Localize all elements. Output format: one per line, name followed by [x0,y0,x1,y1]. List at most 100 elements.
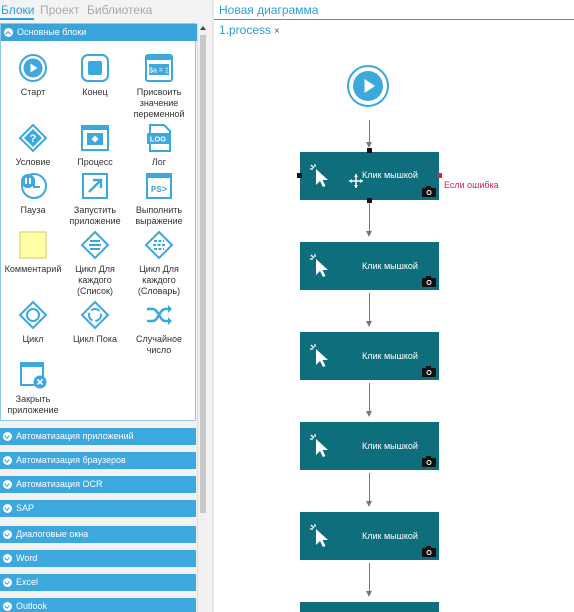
mouse-click-node-1[interactable]: Клик мышкой [300,152,439,200]
block-tile-foreach-dict[interactable]: Цикл Для каждого (Словарь) [129,230,189,297]
error-port-handle[interactable] [437,173,442,178]
left-port-handle[interactable] [297,173,302,178]
category-label: SAP [16,503,35,513]
panel-splitter[interactable] [212,0,214,612]
block-tile-pause[interactable]: Пауза [3,171,63,216]
comment-note-icon [19,231,47,259]
svg-text:PS>: PS> [151,185,167,195]
connector-arrow-icon [366,591,372,597]
block-tile-launch-app[interactable]: Запустить приложение [65,171,125,227]
diagram-canvas[interactable]: Новая диаграмма 1.process× [214,0,574,612]
left-panel: Блоки Проект Библиотека Основные блоки С… [0,0,212,612]
expand-arrow-icon [3,602,12,611]
connector-arrow-icon [366,142,372,148]
block-tile-close-app[interactable]: Закрыть приложение [3,360,63,416]
category-browser-automation[interactable]: Автоматизация браузеров [0,452,196,469]
tile-label: Цикл Пока [72,334,118,344]
category-ocr-automation[interactable]: Автоматизация OCR [0,476,196,493]
expand-arrow-icon [3,504,12,513]
block-tile-process[interactable]: Процесс [65,123,125,168]
node-label: Клик мышкой [362,441,418,451]
screenshot-camera-icon[interactable] [422,276,436,287]
screenshot-camera-icon[interactable] [422,456,436,467]
node-label: Клик мышкой [362,261,418,271]
close-tab-icon[interactable]: × [274,26,280,37]
block-tile-end[interactable]: Конец [65,53,125,98]
top-port-handle[interactable] [367,148,372,153]
category-dialogs[interactable]: Диалоговые окна [0,526,196,543]
scrollbar-thumb[interactable] [200,35,206,513]
category-word[interactable]: Word [0,550,196,567]
tile-label: Закрыть приложение [7,394,59,415]
connector-line [369,473,370,502]
category-label: Автоматизация OCR [16,479,103,489]
loop-icon [18,300,48,330]
connector-arrow-icon [366,231,372,237]
block-tile-run-expression[interactable]: PS> Выполнить выражение [129,171,189,227]
connector-arrow-icon [366,321,372,327]
condition-diamond-icon: ? [18,123,48,153]
expand-arrow-icon [3,554,12,563]
mouse-click-node-partial[interactable] [300,602,439,612]
block-tile-log[interactable]: LOG Лог [129,123,189,168]
left-tabs: Блоки Проект Библиотека [0,0,212,20]
block-tile-foreach-list[interactable]: Цикл Для каждого (Список) [65,230,125,297]
document-tab[interactable]: Новая диаграмма 1.process× [217,0,377,37]
category-label: Автоматизация приложений [16,431,134,441]
mouse-click-node-2[interactable]: Клик мышкой [300,242,439,290]
block-tile-comment[interactable]: Комментарий [3,230,63,275]
tile-label: Пауза [20,205,46,215]
block-tile-loop[interactable]: Цикл [3,300,63,345]
foreach-dict-icon [144,230,174,260]
connector-line [369,203,370,232]
connector-line [369,563,370,592]
tile-label: Конец [82,87,108,97]
svg-text:?: ? [30,133,37,145]
expand-arrow-icon [3,578,12,587]
document-tab-underline [214,19,574,20]
mouse-click-node-3[interactable]: Клик мышкой [300,332,439,380]
category-outlook[interactable]: Outlook [0,598,196,612]
scroll-up-arrow-icon[interactable] [200,26,206,30]
node-label: Клик мышкой [362,531,418,541]
screenshot-camera-icon[interactable] [422,366,436,377]
category-sap[interactable]: SAP [0,500,196,517]
category-excel[interactable]: Excel [0,574,196,591]
tab-blocks[interactable]: Блоки [1,3,35,17]
connector-line [369,120,370,143]
start-node[interactable] [347,65,389,107]
blocks-scrollbar[interactable] [197,23,207,612]
powershell-icon: PS> [146,173,172,199]
tab-library[interactable]: Библиотека [87,3,153,17]
tab-project[interactable]: Проект [40,3,80,17]
tile-label: Условие [15,157,51,167]
block-tile-condition[interactable]: ? Условие [3,123,63,168]
mouse-cursor-icon [310,524,328,547]
category-app-automation[interactable]: Автоматизация приложений [0,428,196,445]
stop-square-icon [81,54,109,82]
assign-variable-icon: $a = 1 [145,54,173,82]
block-tile-assign-variable[interactable]: $a = 1 Присвоить значение переменной [129,53,189,120]
blocks-panel: Основные блоки Старт Конец [0,23,197,421]
tile-label: Цикл Для каждого (Словарь) [137,264,181,296]
mouse-click-node-5[interactable]: Клик мышкой [300,512,439,560]
block-tile-random-number[interactable]: Случайное число [129,300,189,356]
tile-label: Цикл Для каждого (Список) [75,264,115,296]
screenshot-camera-icon[interactable] [422,546,436,557]
block-tile-start[interactable]: Старт [3,53,63,98]
process-icon [81,125,109,151]
screenshot-camera-icon[interactable] [422,186,436,197]
category-label: Диалоговые окна [16,529,89,539]
mouse-click-node-4[interactable]: Клик мышкой [300,422,439,470]
bottom-port-handle[interactable] [367,198,372,203]
tile-label: Запустить приложение [69,205,121,226]
log-document-icon: LOG [147,124,171,152]
mouse-cursor-icon [310,434,328,457]
category-basic-blocks[interactable]: Основные блоки [1,24,197,41]
block-tile-while-loop[interactable]: Цикл Пока [65,300,125,345]
connector-line [369,293,370,322]
connector-arrow-icon [366,501,372,507]
tile-label: Случайное число [136,334,182,355]
tile-label: Старт [20,87,46,97]
category-label: Основные блоки [17,27,87,37]
